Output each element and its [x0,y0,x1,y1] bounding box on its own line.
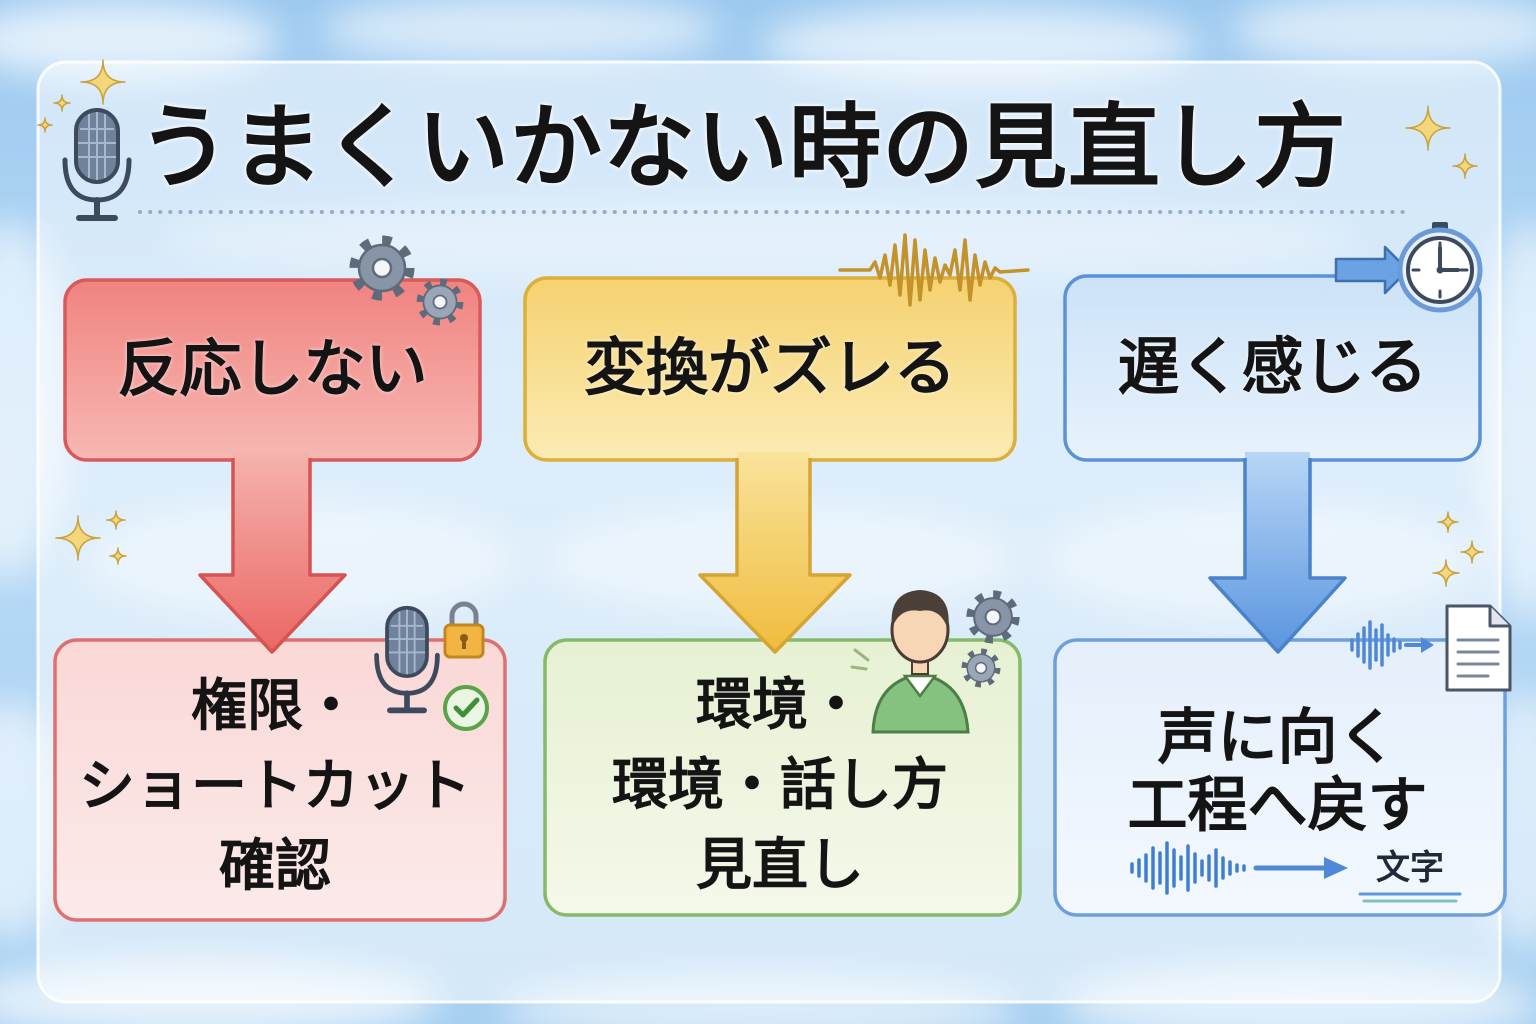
problem-text: 反応しない [117,332,428,405]
sparkle-icon [37,117,53,133]
sparkle-icon [1432,559,1460,587]
lock-icon [443,601,485,659]
problem-label-blue: 遅く感じる [1065,276,1480,458]
gear-icon [349,235,415,301]
solution-line: 工程へ戻す [1127,771,1428,841]
sparkle-icons [37,59,1484,587]
sound-wave-icon [1130,841,1246,895]
check-circle-icon [443,685,489,731]
sparkle-icon [109,547,127,565]
problem-label-red: 反応しない [65,280,480,458]
sparkle-icon [1452,153,1478,179]
gear-icon [966,590,1020,644]
gear-small-icon [961,648,1001,688]
arrow-right-icon [1404,637,1434,653]
solution-label-red: 権限・ ショートカット 確認 [55,662,495,912]
arrow-right-icon [1334,245,1410,295]
solution-line: 環境・ [696,673,864,738]
page-title: うまくいかない時の見直し方 [138,94,1348,201]
microphone-icon [374,605,440,714]
problem-text: 遅く感じる [1117,330,1428,403]
solution-line: 権限・ [191,674,359,739]
solution-line: ショートカット [79,754,471,819]
sparkle-icon [1405,105,1451,151]
sparkle-icon [106,510,126,530]
sound-wave-icon [1350,620,1402,670]
sparkle-icon [1437,511,1459,533]
sparkle-icon [53,94,71,112]
solution-line: 声に向く [1157,703,1398,773]
waveform-icon [838,233,1030,307]
microphone-icon [62,108,132,221]
sparkle-icon [80,59,126,105]
arrow-right-icon [1253,857,1348,879]
solution-line: 見直し [696,833,864,898]
problem-text: 変換がズレる [583,331,956,404]
solution-line: 確認 [219,834,331,899]
arrow-down-red [198,452,347,654]
sparkle-icon [1460,540,1484,564]
problem-label-yellow: 変換がズレる [525,278,1015,458]
text-output-label: 文字 [1376,848,1444,888]
solution-label-blue: 声に向く 工程へ戻す [1055,702,1500,842]
caption-underline [1358,892,1462,903]
person-icon [850,590,970,734]
sparkle-icon [55,515,101,561]
arrow-down-yellow [698,452,852,654]
document-icon [1445,604,1512,692]
arrow-down-blue [1208,452,1347,654]
clock-icon [1397,222,1483,313]
solution-label-green: 環境・ 環境・話し方 見直し [545,662,1015,910]
solution-line: 環境・話し方 [612,753,948,818]
